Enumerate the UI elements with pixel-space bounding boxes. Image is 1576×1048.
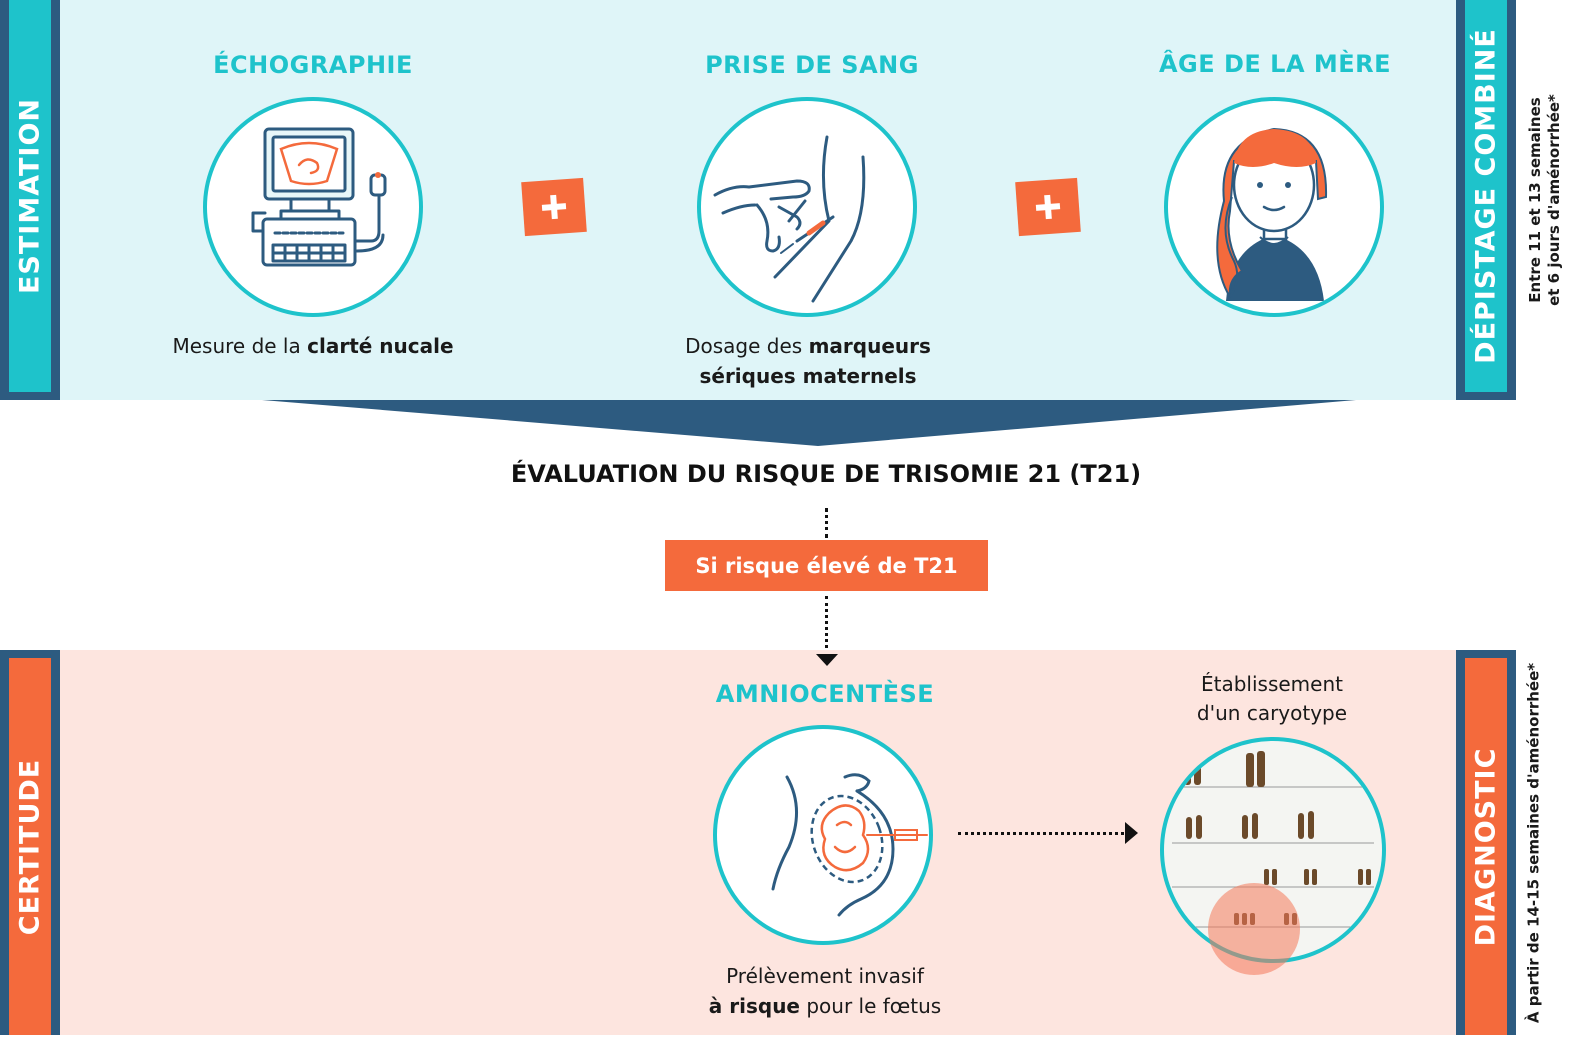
combined-screening-label: DÉPISTAGE COMBINÉ [1470, 28, 1502, 364]
chromosome-21-highlight [1208, 883, 1300, 975]
certitude-side-bar: CERTITUDE [0, 650, 60, 1035]
mother-age-title: ÂGE DE LA MÈRE [1158, 50, 1392, 78]
diagnostic-side-bar: DIAGNOSTIC [1456, 650, 1516, 1035]
certitude-label: CERTITUDE [14, 758, 46, 935]
dotted-connector-horizontal [958, 832, 1124, 835]
plus-icon [521, 177, 587, 237]
blood-test-caption-bold: marqueurs [808, 334, 931, 358]
echography-title: ÉCHOGRAPHIE [213, 51, 413, 79]
ultrasound-machine-icon [203, 97, 423, 317]
dotted-connector-bottom [825, 596, 828, 654]
arrow-down-icon [816, 654, 838, 666]
screening-timing-line1: Entre 11 et 13 semaines [1526, 97, 1544, 303]
evaluation-funnel [262, 400, 1356, 446]
blood-test-caption-plain: Dosage des [685, 334, 809, 358]
screening-timing-note: Entre 11 et 13 semaines et 6 jours d'amé… [1526, 94, 1564, 306]
estimation-side-bar: ESTIMATION [0, 0, 60, 400]
blood-test-caption: Dosage des marqueurs sériques maternels [685, 331, 931, 391]
karyotype-caption: Établissement d'un caryotype [1197, 670, 1347, 728]
amniocentesis-caption: Prélèvement invasif à risque pour le fœt… [709, 961, 941, 1021]
mother-portrait-icon [1164, 97, 1384, 317]
dotted-connector-top [825, 508, 828, 538]
echography-caption-bold: clarté nucale [307, 334, 454, 358]
karyotype-caption-line2: d'un caryotype [1196, 701, 1348, 725]
blood-test-title: PRISE DE SANG [705, 51, 919, 79]
amniocentesis-caption-rest: pour le fœtus [800, 994, 942, 1018]
blood-test-caption-line2: sériques maternels [699, 364, 917, 388]
diagnosis-timing-note: À partir de 14-15 semaines d'aménorrhée* [1524, 662, 1543, 1024]
estimation-label: ESTIMATION [14, 97, 46, 295]
amniocentesis-icon [713, 725, 933, 945]
screening-timing-line2: et 6 jours d'aménorrhée* [1545, 94, 1563, 306]
diagnostic-label: DIAGNOSTIC [1470, 747, 1502, 946]
combined-screening-side-bar: DÉPISTAGE COMBINÉ [1456, 0, 1516, 400]
high-risk-condition-label: Si risque élevé de T21 [695, 553, 958, 578]
echography-caption: Mesure de la clarté nucale [172, 331, 453, 361]
echography-caption-plain: Mesure de la [172, 334, 308, 358]
arrow-right-icon [1125, 822, 1138, 844]
blood-draw-icon [697, 97, 917, 317]
plus-icon [1015, 177, 1081, 237]
high-risk-condition-box: Si risque élevé de T21 [665, 540, 988, 591]
karyotype-caption-line1: Établissement [1200, 672, 1343, 696]
amniocentesis-caption-bold: à risque [708, 994, 800, 1018]
amniocentesis-caption-line1: Prélèvement invasif [726, 964, 924, 988]
evaluation-title: ÉVALUATION DU RISQUE DE TRISOMIE 21 (T21… [510, 460, 1142, 488]
amniocentesis-title: AMNIOCENTÈSE [715, 680, 935, 708]
